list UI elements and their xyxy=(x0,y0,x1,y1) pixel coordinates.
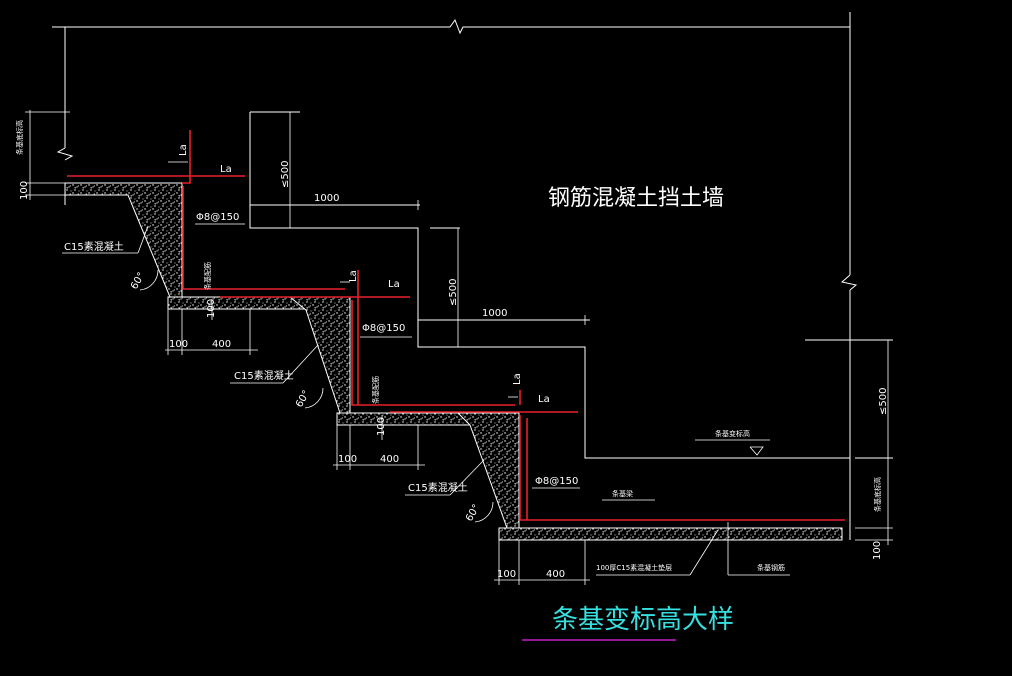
step3-rebar: Φ8@150 xyxy=(535,476,578,487)
step2-dim-100: 100 xyxy=(338,454,357,465)
step1-angle: 60° xyxy=(129,271,147,292)
step2-rebar: Φ8@150 xyxy=(362,323,405,334)
wall-label: 钢筋混凝土挡土墙 xyxy=(548,186,724,211)
step1-dim-1000: 1000 xyxy=(314,193,339,204)
step2-dim-500: ≤500 xyxy=(448,279,459,306)
step2-concrete: C15素混凝土 xyxy=(234,369,294,382)
step1-rebar: Φ8@150 xyxy=(196,212,239,223)
step2-dim-400: 400 xyxy=(380,454,399,465)
beam-label: 条基梁 xyxy=(612,489,633,498)
cushion-label: 100厚C15素混凝土垫层 xyxy=(596,563,672,572)
right-dim-500: ≤500 xyxy=(878,388,889,415)
step2-angle: 60° xyxy=(294,389,312,410)
step2-vertical-note: 条基配筋 xyxy=(371,376,380,404)
step1-la-v: La xyxy=(178,144,189,156)
step2-la-v: La xyxy=(348,270,359,282)
step2-dim-100v: 100 xyxy=(376,417,387,436)
top-left-note: 条基底标高 xyxy=(15,120,24,155)
step1-dim-100v: 100 xyxy=(206,299,217,318)
outer-frame xyxy=(52,12,858,540)
step1-dim-400: 400 xyxy=(212,339,231,350)
step1-vertical-note: 条基配筋 xyxy=(203,262,212,290)
floor-label: 条基变标高 xyxy=(715,429,750,438)
step1-la-h: La xyxy=(220,164,232,175)
step1-dim-500: ≤500 xyxy=(280,161,291,188)
step3-dim-400: 400 xyxy=(546,569,565,580)
right-note: 条基底标高 xyxy=(873,477,882,512)
labels: 钢筋混凝土挡土墙 条基变标高大样 1000 ≤500 Φ8@150 La La … xyxy=(15,120,889,635)
rebar-lines xyxy=(67,130,845,521)
step2-la-h: La xyxy=(388,279,400,290)
step3-dim-100: 100 xyxy=(497,569,516,580)
rebar-label: 条基钢筋 xyxy=(757,563,785,572)
left-dim-100: 100 xyxy=(19,181,30,200)
step2-dim-1000: 1000 xyxy=(482,308,507,319)
step3-la-v: La xyxy=(512,373,523,385)
step3-footing xyxy=(456,412,843,541)
step1-concrete: C15素混凝土 xyxy=(64,240,124,253)
dimension-lines xyxy=(25,110,893,585)
drawing-title: 条基变标高大样 xyxy=(552,605,734,635)
step3-concrete: C15素混凝土 xyxy=(408,481,468,494)
step3-angle: 60° xyxy=(464,503,482,524)
right-dim-100: 100 xyxy=(872,541,883,560)
step3-la-h: La xyxy=(538,394,550,405)
step1-dim-100: 100 xyxy=(169,339,188,350)
